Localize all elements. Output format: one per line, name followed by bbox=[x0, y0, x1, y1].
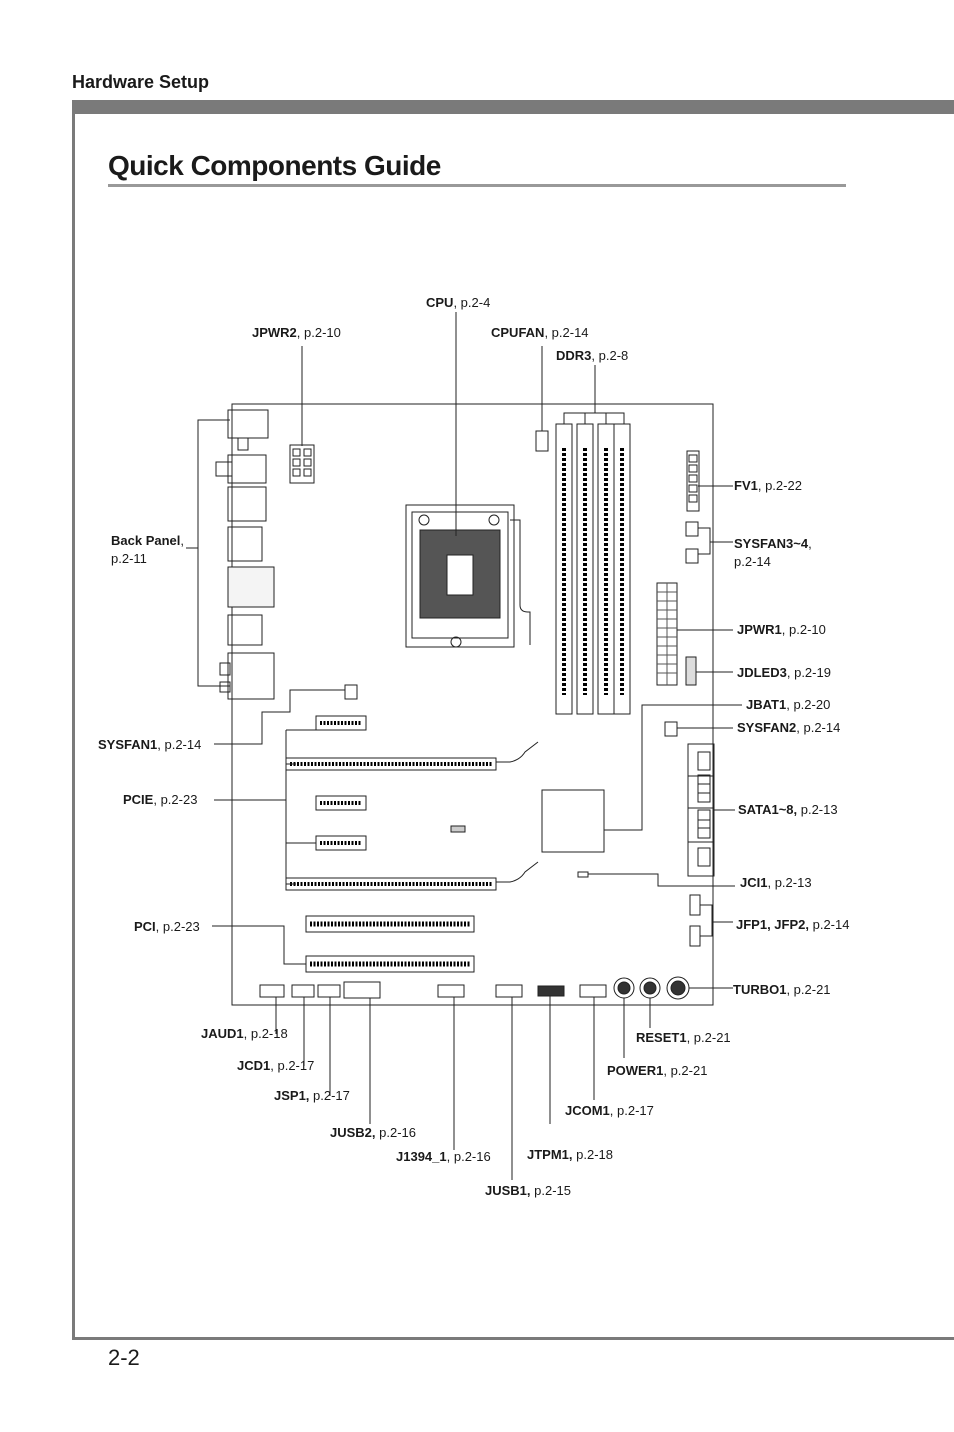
cpufan-header bbox=[535, 430, 549, 452]
leader-lines bbox=[186, 312, 742, 1180]
left-rule bbox=[72, 100, 75, 1340]
sysfan2-header bbox=[664, 721, 678, 737]
label-jdled3: JDLED3, p.2-19 bbox=[737, 665, 831, 680]
sysfan1-header bbox=[344, 684, 358, 700]
label-jusb1: JUSB1, p.2-15 bbox=[485, 1183, 571, 1198]
label-pci: PCI, p.2-23 bbox=[134, 919, 200, 934]
sysfan3-header bbox=[685, 521, 699, 537]
sata-connectors bbox=[687, 743, 715, 877]
cpu-socket bbox=[405, 504, 531, 648]
label-ddr3: DDR3, p.2-8 bbox=[556, 348, 628, 363]
jbat1-jumper bbox=[450, 825, 466, 833]
label-backpanel-ref: p.2-11 bbox=[111, 551, 147, 566]
page-title: Quick Components Guide bbox=[108, 150, 441, 181]
jusb2-header bbox=[343, 981, 381, 999]
label-jpwr2: JPWR2, p.2-10 bbox=[252, 325, 341, 340]
board-outline bbox=[231, 403, 714, 1006]
label-jsp1: JSP1, p.2-17 bbox=[274, 1088, 350, 1103]
label-backpanel: Back Panel, bbox=[111, 533, 184, 548]
label-j1394: J1394_1, p.2-16 bbox=[396, 1149, 491, 1164]
label-sysfan1: SYSFAN1, p.2-14 bbox=[98, 737, 201, 752]
jsp1-header bbox=[317, 984, 341, 998]
label-reset1: RESET1, p.2-21 bbox=[636, 1030, 731, 1045]
label-sysfan2: SYSFAN2, p.2-14 bbox=[737, 720, 840, 735]
label-cpufan: CPUFAN, p.2-14 bbox=[491, 325, 589, 340]
back-panel-ports bbox=[215, 409, 275, 700]
label-jbat1: JBAT1, p.2-20 bbox=[746, 697, 830, 712]
j1394-header bbox=[437, 984, 465, 998]
component-labels: CPU, p.2-4 JPWR2, p.2-10 CPUFAN, p.2-14 … bbox=[98, 295, 849, 1198]
label-jtpm1: JTPM1, p.2-18 bbox=[527, 1147, 613, 1162]
jpwr2-connector bbox=[289, 444, 315, 484]
jpwr1-connector bbox=[656, 582, 678, 686]
label-sysfan34-ref: p.2-14 bbox=[734, 554, 771, 569]
label-sysfan34: SYSFAN3~4, bbox=[734, 536, 812, 551]
title-rule bbox=[108, 184, 846, 187]
label-jaud1: JAUD1, p.2-18 bbox=[201, 1026, 288, 1041]
jci1-header bbox=[577, 871, 589, 878]
ddr3-slots bbox=[555, 423, 631, 715]
label-jcd1: JCD1, p.2-17 bbox=[237, 1058, 314, 1073]
label-jpwr1: JPWR1, p.2-10 bbox=[737, 622, 826, 637]
footer-rule bbox=[72, 1337, 954, 1340]
label-jfp: JFP1, JFP2, p.2-14 bbox=[736, 917, 849, 932]
label-fv1: FV1, p.2-22 bbox=[734, 478, 802, 493]
label-cpu: CPU, p.2-4 bbox=[426, 295, 490, 310]
label-pcie: PCIE, p.2-23 bbox=[123, 792, 197, 807]
pcie-x1-slots bbox=[315, 715, 367, 851]
label-jcom1: JCOM1, p.2-17 bbox=[565, 1103, 654, 1118]
label-jusb2: JUSB2, p.2-16 bbox=[330, 1125, 416, 1140]
section-label: Hardware Setup bbox=[72, 72, 210, 92]
jfp1-header bbox=[689, 894, 701, 916]
fv1-header bbox=[686, 450, 700, 512]
jcd1-header bbox=[291, 984, 315, 998]
label-power1: POWER1, p.2-21 bbox=[607, 1063, 707, 1078]
label-jci1: JCI1, p.2-13 bbox=[740, 875, 812, 890]
jfp2-header bbox=[689, 925, 701, 947]
jusb1-header bbox=[495, 984, 523, 998]
pci-slots bbox=[305, 915, 475, 973]
jaud1-header bbox=[259, 984, 285, 998]
label-turbo1: TURBO1, p.2-21 bbox=[733, 982, 831, 997]
chipset bbox=[541, 789, 605, 853]
header-bar bbox=[72, 100, 954, 114]
jdled3-header bbox=[685, 656, 697, 686]
jcom1-header bbox=[579, 984, 607, 998]
pcie-x16-slots bbox=[285, 741, 539, 891]
label-sata: SATA1~8, p.2-13 bbox=[738, 802, 838, 817]
sysfan4-header bbox=[685, 548, 699, 564]
page-number: 2-2 bbox=[108, 1345, 140, 1370]
jtpm1-header bbox=[537, 985, 565, 997]
